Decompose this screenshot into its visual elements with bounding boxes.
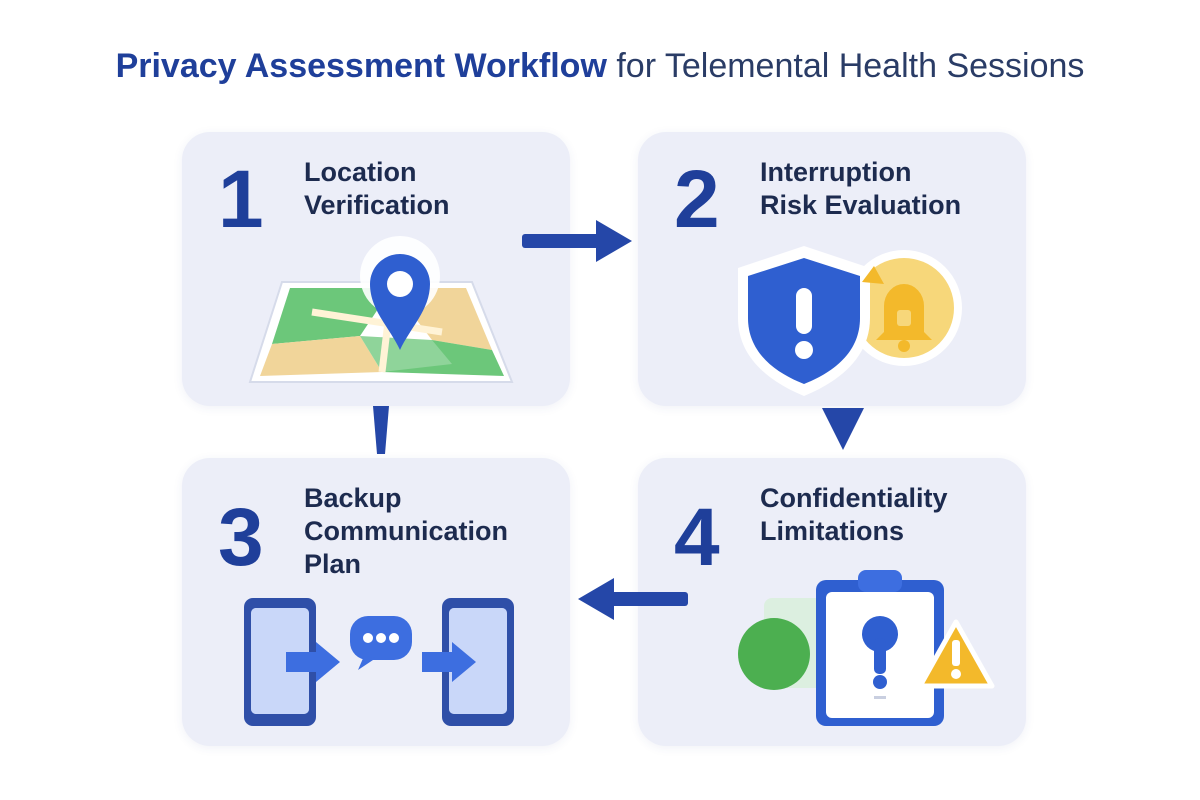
step-label-line: Risk Evaluation (760, 190, 962, 220)
step-card-location-verification: 1 Location Verification (182, 132, 570, 406)
step-label-line: Verification (304, 190, 450, 220)
page-title: Privacy Assessment Workflow for Telement… (0, 44, 1200, 88)
arrow-step4-to-step3 (578, 578, 688, 620)
phones-chat-icon (244, 598, 514, 726)
step-number: 1 (218, 154, 264, 245)
title-bold: Privacy Assessment Workflow (115, 47, 607, 85)
step-label: Backup Communication Plan (304, 482, 564, 581)
step-label-line: Communication (304, 516, 509, 546)
step-label-line: Confidentiality (760, 483, 948, 513)
clipboard-lock-warning-icon (738, 570, 995, 726)
step-label-line: Plan (304, 549, 362, 579)
shield-alert-bell-icon (738, 246, 962, 396)
arrow-step2-to-step4 (822, 408, 864, 450)
title-rest: for Telemental Health Sessions (616, 47, 1085, 85)
step-number: 3 (218, 492, 264, 583)
step-card-confidentiality-limitations: 4 Confidentiality Limitations (638, 458, 1026, 746)
step-label-line: Location (304, 157, 417, 187)
step-card-interruption-risk: 2 Interruption Risk Evaluation (638, 132, 1026, 406)
connector-step3-to-step1 (373, 406, 389, 454)
step-label-line: Interruption (760, 157, 912, 187)
map-pin-icon (248, 236, 514, 383)
step-label: Confidentiality Limitations (760, 482, 1020, 548)
step-number: 2 (674, 154, 720, 245)
arrow-step1-to-step2 (522, 220, 632, 262)
step-label-line: Limitations (760, 516, 905, 546)
step-number: 4 (674, 492, 720, 583)
step-card-backup-communication: 3 Backup Communication Plan (182, 458, 570, 746)
step-label: Interruption Risk Evaluation (760, 156, 1020, 222)
step-label: Location Verification (304, 156, 564, 222)
step-label-line: Backup (304, 483, 402, 513)
